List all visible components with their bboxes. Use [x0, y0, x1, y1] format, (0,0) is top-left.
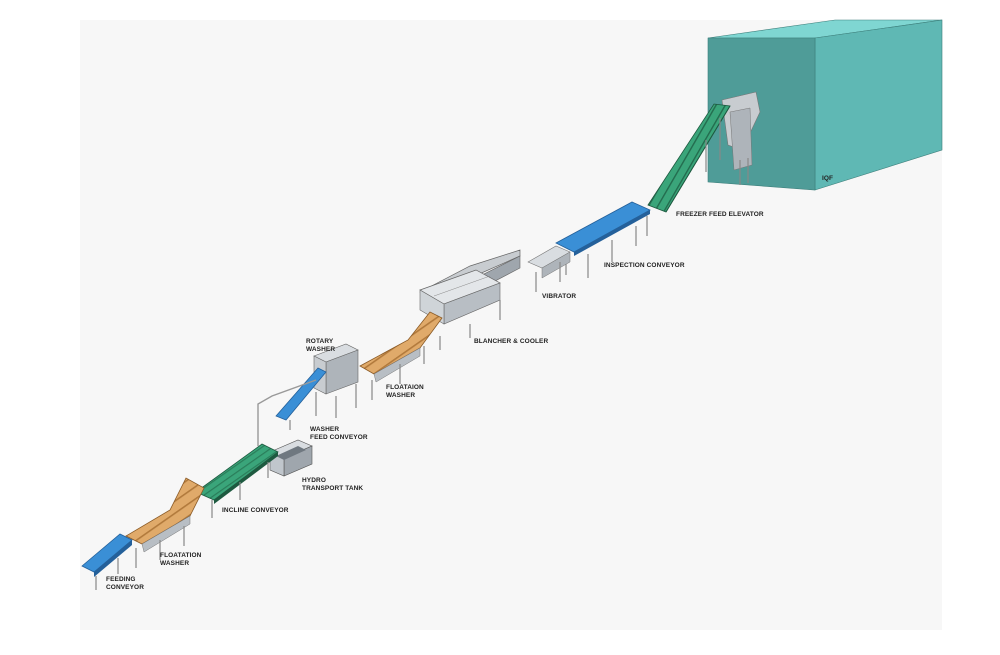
label-line: BLANCHER & COOLER: [474, 338, 549, 345]
label-line: VIBRATOR: [542, 293, 577, 300]
floataion-washer-upper: [359, 311, 443, 400]
floatation-washer-lower: [125, 477, 205, 568]
label-line: FEEDING: [106, 576, 136, 583]
hydro-transport-tank: [269, 439, 313, 477]
feeding-conveyor: [81, 533, 133, 590]
label-hydro-transport-tank: HYDRO TRANSPORT TANK: [302, 477, 363, 492]
label-rotary-washer: ROTARY WASHER: [306, 338, 335, 353]
label-line: TRANSPORT TANK: [302, 484, 364, 492]
label-line: IQF: [822, 175, 834, 182]
label-line: INSPECTION CONVEYOR: [604, 262, 685, 269]
label-washer-feed-conveyor: WASHER FEED CONVEYOR: [310, 426, 368, 441]
label-line: CONVEYOR: [106, 583, 145, 591]
label-iqf: IQF: [822, 175, 833, 183]
label-freezer-feed-elevator: FREEZER FEED ELEVATOR: [676, 211, 764, 219]
label-line: WASHER: [306, 345, 336, 353]
label-line: FLOATAION: [386, 384, 424, 391]
label-incline-conveyor: INCLINE CONVEYOR: [222, 507, 289, 515]
label-line: HYDRO: [302, 477, 326, 484]
label-floatation-washer: FLOATATION WASHER: [160, 552, 201, 567]
inspection-conveyor: [555, 201, 651, 278]
incline-conveyor: [195, 443, 279, 518]
label-floataion-washer: FLOATAION WASHER: [386, 384, 424, 399]
vibrator: [527, 245, 571, 292]
label-vibrator: VIBRATOR: [542, 293, 576, 301]
label-line: WASHER: [310, 426, 340, 433]
label-line: FREEZER FEED ELEVATOR: [676, 211, 764, 218]
label-line: INCLINE CONVEYOR: [222, 507, 289, 514]
label-inspection-conveyor: INSPECTION CONVEYOR: [604, 262, 685, 270]
label-line: ROTARY: [306, 338, 334, 345]
label-blancher-cooler: BLANCHER & COOLER: [474, 338, 548, 346]
blancher-cooler: [419, 249, 521, 350]
freezer-feed-elevator: [647, 91, 761, 213]
washer-feed-conveyor: [257, 367, 327, 446]
label-line: WASHER: [160, 559, 190, 567]
label-line: WASHER: [386, 391, 416, 399]
label-feeding-conveyor: FEEDING CONVEYOR: [106, 576, 144, 591]
label-line: FEED CONVEYOR: [310, 433, 368, 441]
label-line: FLOATATION: [160, 552, 202, 559]
